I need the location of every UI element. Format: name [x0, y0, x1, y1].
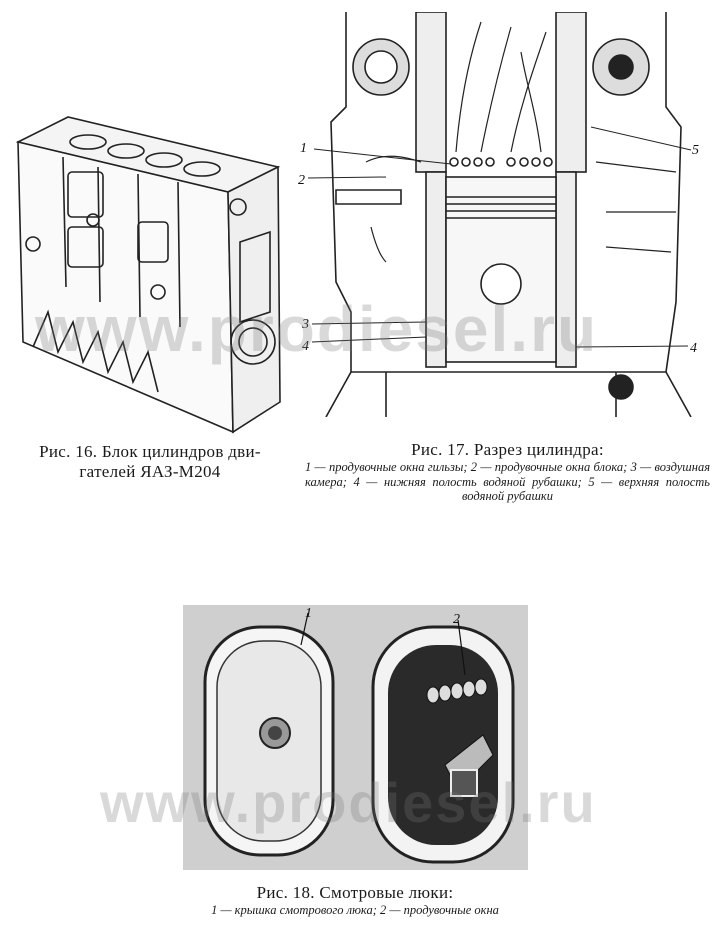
- figure-17-caption-title: Рис. 17. Разрез цилиндра:: [411, 440, 604, 459]
- figure-18-caption-title: Рис. 18. Смотровые люки:: [256, 883, 454, 902]
- figure-16-caption-line1: Рис. 16. Блок цилиндров дви-: [39, 442, 261, 461]
- figure-17-caption: Рис. 17. Разрез цилиндра: 1 — продувочны…: [305, 440, 710, 504]
- figure-16-caption-line2: гателей ЯАЗ-М204: [79, 462, 221, 482]
- figure-16-engine-block: [15, 116, 281, 434]
- figure-17-label-5: 5: [692, 143, 699, 158]
- figure-17-cylinder-section: 1 2 3 4 5 4: [298, 12, 699, 417]
- figure-17-label-4b: 4: [690, 341, 697, 356]
- figure-18-legend: 1 — крышка смотрового люка; 2 — продувоч…: [211, 903, 499, 918]
- figure-18-inspection-hatches: 1 2: [183, 605, 528, 870]
- figure-17-label-3: 3: [301, 317, 309, 332]
- figure-17-label-2: 2: [298, 173, 305, 188]
- figure-17-label-1: 1: [300, 141, 307, 156]
- figure-17-legend: 1 — продувочные окна гильзы; 2 — продуво…: [305, 460, 710, 504]
- figure-18-label-2: 2: [453, 612, 460, 627]
- figure-16-caption: Рис. 16. Блок цилиндров дви- гателей ЯАЗ…: [15, 442, 285, 483]
- figure-18-caption: Рис. 18. Смотровые люки: 1 — крышка смот…: [180, 883, 530, 918]
- figure-18-label-1: 1: [305, 606, 312, 621]
- figure-17-label-4: 4: [302, 339, 309, 354]
